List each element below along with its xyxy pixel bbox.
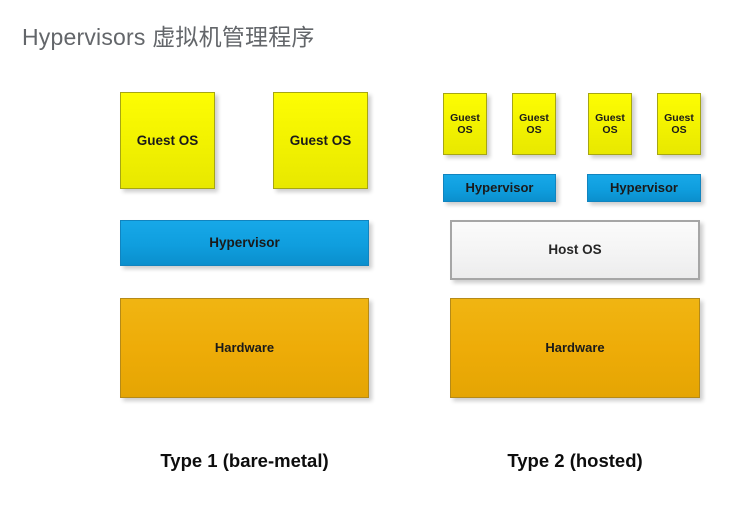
type1-hypervisor-bar: Hypervisor: [120, 220, 369, 266]
page-title: Hypervisors 虚拟机管理程序: [22, 24, 315, 50]
type2-caption: Type 2 (hosted): [507, 450, 643, 471]
type1-hardware-bar: Hardware: [120, 298, 369, 398]
type2-guest-os-box-2: Guest OS: [512, 93, 556, 155]
type2-hypervisor-bar-2: Hypervisor: [587, 174, 701, 202]
type2-guest-os-box-3: Guest OS: [588, 93, 632, 155]
type1-caption: Type 1 (bare-metal): [160, 450, 329, 471]
type1-guest-os-box-2: Guest OS: [273, 92, 368, 189]
type2-hypervisor-bar-1: Hypervisor: [443, 174, 556, 202]
type2-hardware-bar: Hardware: [450, 298, 700, 398]
type2-guest-os-box-4: Guest OS: [657, 93, 701, 155]
type2-host-os-bar: Host OS: [450, 220, 700, 280]
type1-guest-os-box-1: Guest OS: [120, 92, 215, 189]
type2-guest-os-box-1: Guest OS: [443, 93, 487, 155]
